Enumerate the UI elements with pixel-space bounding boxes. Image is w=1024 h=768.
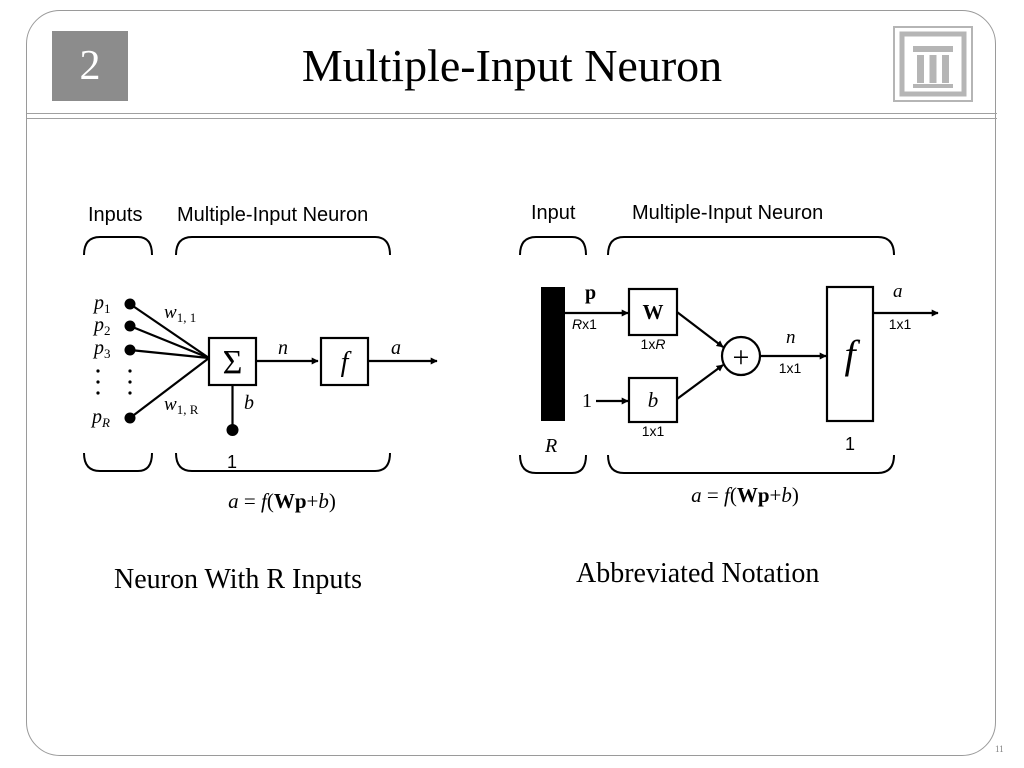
weight-w1R: w1, R — [164, 394, 199, 417]
abbrev-bias-label: b — [648, 388, 659, 412]
input-top-brace — [519, 236, 587, 256]
chapter-number-badge: 2 — [52, 31, 128, 101]
svg-text:pR: pR — [90, 406, 110, 430]
right-neuron-diagram: Input Multiple-Input Neuron R p Rx1 W 1x… — [519, 202, 939, 507]
abbrev-net-input-label: n — [786, 327, 796, 348]
svg-text:p1: p1 — [92, 292, 111, 316]
abbrev-neuron-bottom-brace — [607, 454, 895, 474]
left-neuron-diagram: Inputs Multiple-Input Neuron p1 p2 p3 pR — [83, 204, 438, 513]
neuron-diagrams: Inputs Multiple-Input Neuron p1 p2 p3 pR — [83, 202, 939, 513]
header-rule-secondary — [27, 118, 997, 119]
net-input-label: n — [278, 337, 288, 359]
inputs-label: Inputs — [88, 204, 142, 226]
transfer-function-block — [319, 336, 370, 387]
caption-neuron-with-r-inputs: Neuron With R Inputs — [114, 564, 363, 595]
neuron-label: Multiple-Input Neuron — [177, 204, 368, 226]
bias-block — [627, 376, 679, 424]
bias-arrow — [676, 364, 724, 400]
abbrev-neuron-label: Multiple-Input Neuron — [632, 202, 823, 224]
weighted-input-arrow — [676, 311, 724, 348]
slide-title: Multiple-Input Neuron — [301, 40, 723, 91]
bias-input-label: 1 — [227, 452, 237, 472]
abbrev-output-label: a — [893, 281, 903, 302]
output-label: a — [391, 337, 401, 359]
input-p1: p1 — [92, 292, 136, 316]
output-dim: 1x1 — [889, 316, 912, 332]
transfer-function-label: f — [341, 347, 352, 378]
sigma-symbol: Σ — [223, 344, 243, 381]
bias-label: b — [244, 392, 254, 414]
weight-w11: w1, 1 — [164, 302, 196, 325]
transfer-size-label: 1 — [845, 434, 855, 454]
columns-logo-icon — [893, 26, 973, 102]
slide-frame — [26, 10, 996, 756]
svg-text:p2: p2 — [92, 314, 111, 338]
neuron-top-brace — [175, 236, 391, 256]
weight-matrix-label: W — [643, 300, 664, 324]
abbrev-transfer-block — [825, 285, 875, 423]
input-vector-label: p — [585, 282, 596, 304]
input-p2: p2 — [92, 314, 136, 338]
right-equation: a = f(Wp+b) — [691, 483, 799, 507]
left-equation: a = f(Wp+b) — [228, 489, 336, 513]
bias-dim: 1x1 — [642, 423, 665, 439]
svg-text:p3: p3 — [92, 337, 111, 361]
net-input-dim: 1x1 — [779, 360, 802, 376]
abbrev-bias-input-label: 1 — [582, 390, 592, 412]
abbrev-neuron-top-brace — [607, 236, 895, 256]
input-p3: p3 — [92, 337, 136, 361]
plus-symbol: + — [733, 341, 750, 374]
input-ellipsis — [96, 369, 132, 395]
inputs-top-brace — [83, 236, 153, 256]
bias-node — [226, 424, 239, 436]
input-pR: pR — [90, 406, 136, 430]
input-label: Input — [531, 202, 576, 224]
weight-connections — [129, 303, 210, 419]
input-bottom-brace — [519, 454, 587, 474]
caption-abbreviated-notation: Abbreviated Notation — [576, 558, 820, 589]
weight-matrix-dim: 1xR — [641, 336, 666, 352]
input-vector-dim: Rx1 — [572, 316, 597, 332]
header-rule — [27, 113, 997, 114]
neuron-bottom-brace — [175, 452, 391, 472]
page-number: 11 — [995, 744, 1004, 754]
input-size-label: R — [544, 435, 557, 457]
weight-matrix-block — [627, 287, 679, 337]
input-vector-bar — [541, 287, 565, 421]
inputs-bottom-brace — [83, 452, 153, 472]
